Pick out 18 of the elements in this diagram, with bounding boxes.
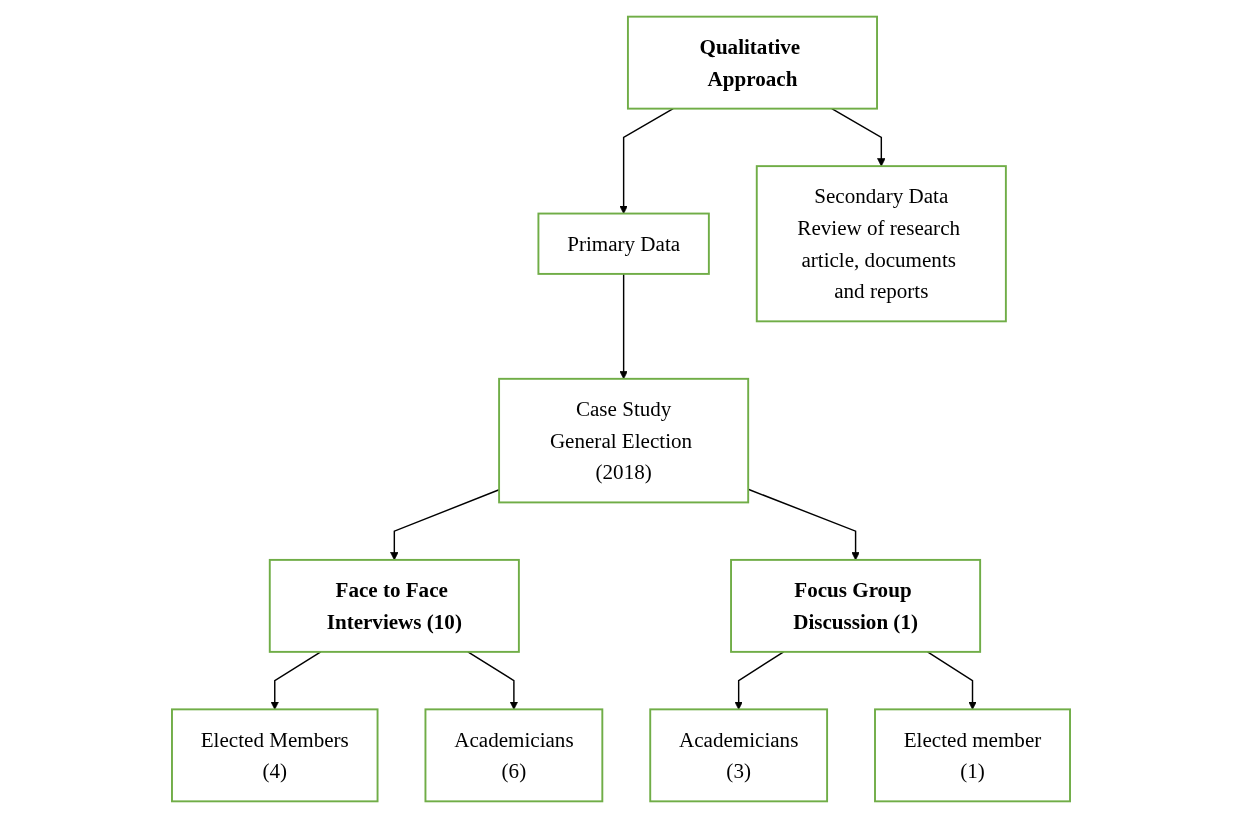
node-box: Focus Group Discussion (1): [730, 558, 982, 653]
arrow: [619, 273, 628, 380]
arrow: [270, 651, 322, 710]
node-box: Academicians (6): [424, 708, 604, 803]
node-box: Face to Face Interviews (10): [268, 558, 520, 653]
node-box: Primary Data: [537, 212, 710, 275]
arrow: [619, 107, 674, 214]
arrow: [926, 651, 977, 710]
node-box: Case Study General Election (2018): [498, 377, 750, 504]
node-box: Elected Members (4): [171, 708, 379, 803]
arrow: [390, 489, 500, 561]
node-box: Elected member (1): [874, 708, 1071, 803]
arrow: [467, 651, 519, 710]
arrow: [831, 107, 886, 167]
arrow: [734, 651, 785, 710]
node-box: Qualitative Approach: [626, 15, 878, 110]
node-box: Secondary Data Review of research article, documents and reports: [755, 165, 1007, 323]
node-box: Academicians (3): [649, 708, 829, 803]
